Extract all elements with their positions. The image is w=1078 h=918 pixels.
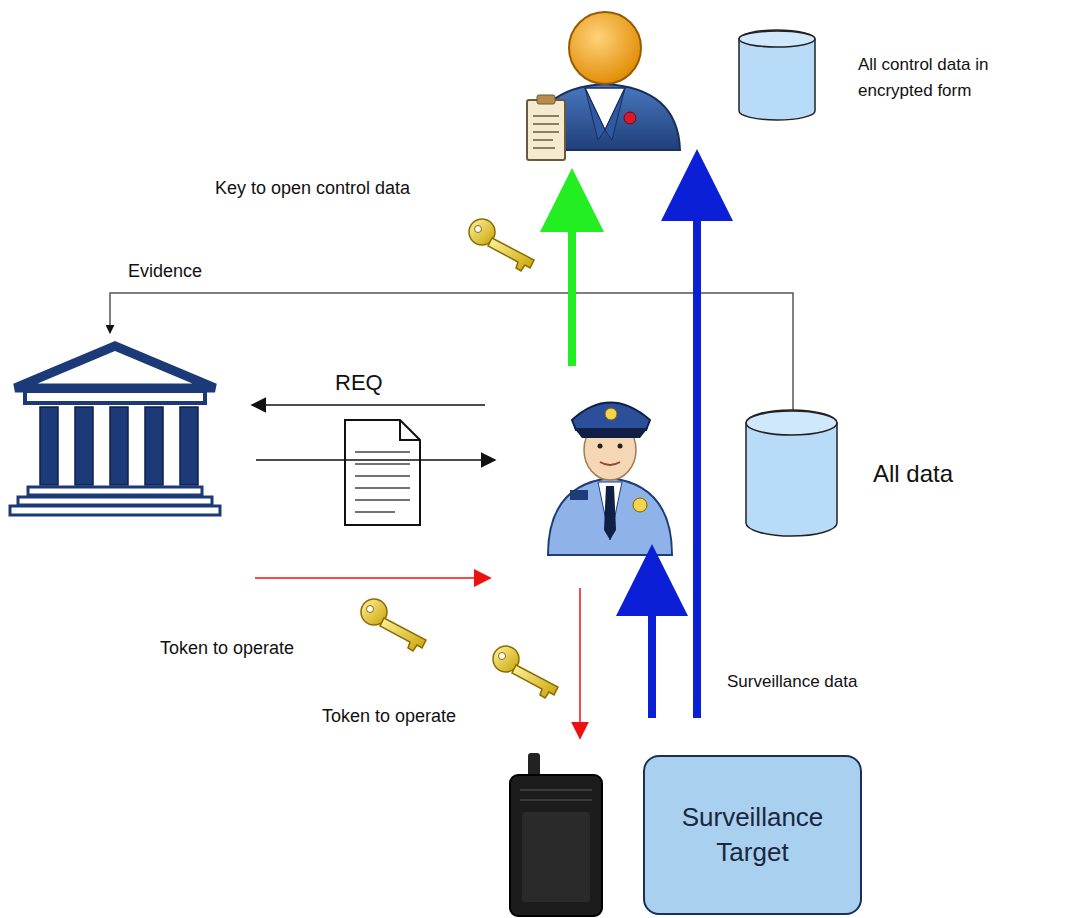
document-icon bbox=[345, 420, 420, 525]
court-building bbox=[10, 346, 220, 515]
store-label: All control data in encrypted form bbox=[858, 52, 1033, 103]
arrow-label: Token to operate bbox=[160, 638, 294, 659]
node-title: Surveillance Target bbox=[658, 800, 847, 870]
flow-arrows bbox=[110, 185, 793, 738]
cylinder-shape bbox=[738, 30, 816, 120]
arrow-label: Surveillance data bbox=[727, 672, 857, 692]
line-label: Evidence bbox=[128, 261, 202, 282]
arrow-label: Key to open control data bbox=[215, 178, 410, 199]
arrow-label: REQ bbox=[335, 370, 383, 396]
key-icon bbox=[493, 646, 558, 698]
key-icon bbox=[469, 219, 534, 271]
controller-figure bbox=[527, 12, 680, 160]
cylinder-shape bbox=[745, 410, 838, 536]
arrow-label: Token to operate bbox=[322, 706, 456, 727]
store-label: All data bbox=[873, 456, 1003, 492]
target-box: Surveillance Target bbox=[643, 755, 862, 915]
encrypted-store: All control data in encrypted form bbox=[738, 30, 816, 120]
key-icon bbox=[361, 599, 426, 651]
data-store: All data bbox=[745, 410, 838, 536]
tracking-device bbox=[510, 753, 602, 916]
police-figure bbox=[548, 403, 672, 556]
